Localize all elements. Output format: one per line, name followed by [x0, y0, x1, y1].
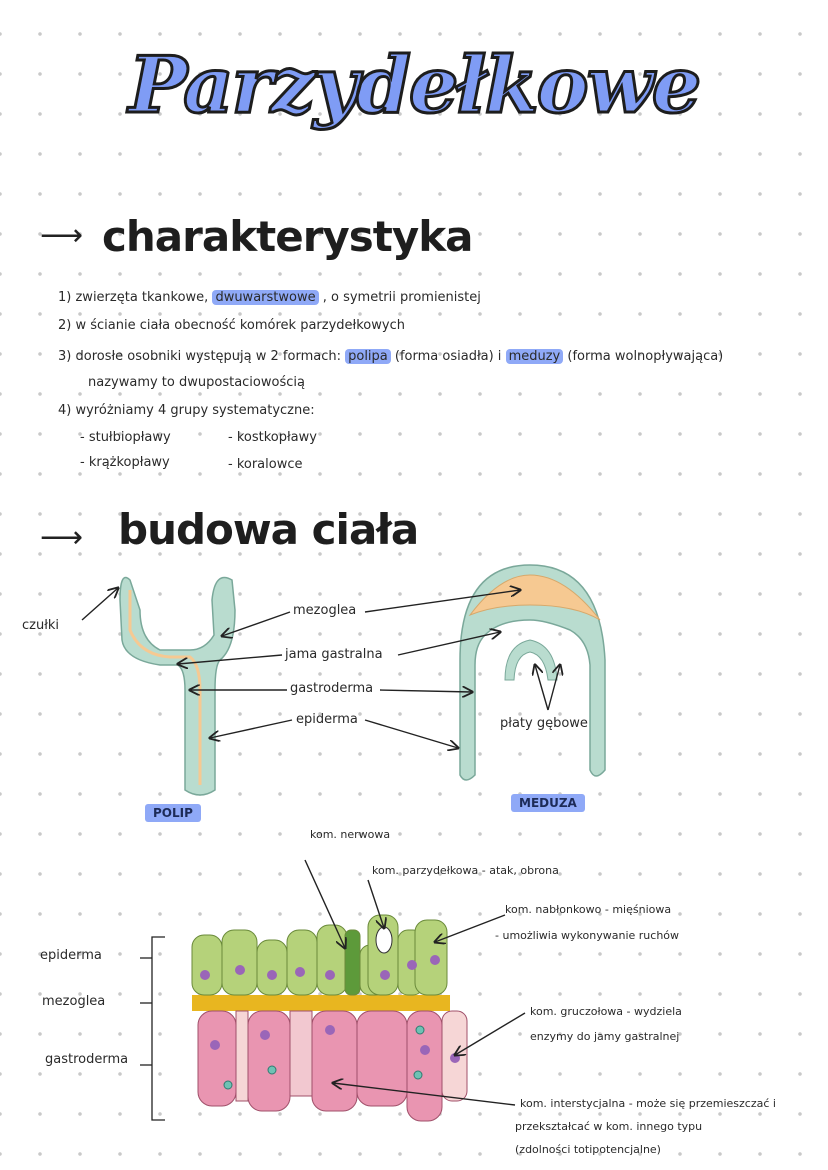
label-gastric-cavity: jama gastralna: [285, 647, 383, 662]
list-item: 2) w ścianie ciała obecność komórek parz…: [58, 318, 405, 333]
item-number: 2): [58, 318, 72, 333]
mesoglea-band: [192, 995, 450, 1011]
heading-characteristics: charakterystyka: [102, 212, 474, 261]
label-nerve-cell: kom. nerwowa: [310, 828, 391, 841]
list-item-continuation: nazywamy to dwupostaciowością: [88, 375, 305, 390]
list-item: 1) zwierzęta tkankowe, dwuwarstwowe , o …: [58, 290, 481, 305]
highlight: dwuwarstwowe: [212, 290, 319, 305]
label-epitheliomuscular: kom. nabłonkowo - mięśniowa: [505, 903, 672, 916]
heading-body-structure: budowa ciała: [118, 505, 419, 554]
label-cnidocyte: kom. parzydełkowa - atak, obrona: [372, 864, 559, 877]
cell-arrows: [304, 859, 526, 1106]
arrow-icon: ⟶: [40, 520, 84, 555]
layer-gastrodermis: gastroderma: [45, 1052, 129, 1067]
list-item: 3) dorosłe osobniki występują w 2 formac…: [58, 349, 723, 364]
arrow-icon: ⟶: [40, 218, 84, 253]
item-number: 1): [58, 290, 72, 305]
polyp-badge: POLIP: [145, 804, 201, 822]
cell-layer-drawing: [191, 914, 468, 1122]
label-interstitial: kom. interstycjalna - może się przemiesz…: [520, 1097, 776, 1110]
medusa-drawing: [459, 564, 606, 781]
label-glandular: kom. gruczołowa - wydziela: [530, 1005, 682, 1018]
label-epitheliomuscular-desc: - umożliwia wykonywanie ruchów: [495, 929, 680, 942]
item-text: zwierzęta tkankowe,: [75, 290, 209, 305]
item-text: wyróżniamy 4 grupy systematyczne:: [75, 403, 315, 418]
label-oral-lobes: płaty gębowe: [500, 716, 588, 731]
label-epidermis: epiderma: [296, 712, 358, 727]
item-text: , o symetrii promienistej: [322, 290, 481, 305]
layer-epidermis: epiderma: [40, 948, 102, 963]
label-interstitial-desc: przekształcać w kom. innego typu: [515, 1120, 703, 1133]
list-item: 4) wyróżniamy 4 grupy systematyczne:: [58, 403, 315, 418]
label-tentacles: czułki: [22, 618, 60, 633]
highlight: meduzy: [505, 349, 564, 364]
highlight: polipa: [345, 349, 391, 364]
label-arrows: [81, 588, 560, 748]
item-text: (forma osiadła) i: [394, 349, 502, 364]
group-item: - krążkopławy: [80, 455, 170, 470]
item-number: 3): [58, 349, 72, 364]
medusa-badge: MEDUZA: [511, 794, 585, 812]
item-text: dorosłe osobniki występują w 2 formach:: [75, 349, 341, 364]
item-text: w ścianie ciała obecność komórek parzyde…: [75, 318, 405, 333]
page-title: Parzydełkowe: [127, 39, 703, 133]
layer-mesoglea: mezoglea: [42, 994, 106, 1009]
item-number: 4): [58, 403, 72, 418]
label-mesoglea: mezoglea: [293, 603, 357, 618]
label-interstitial-note: (zdolności totipotencjalne): [515, 1143, 661, 1156]
polyp-drawing: [119, 576, 236, 796]
group-item: - koralowce: [228, 457, 303, 472]
group-item: - stułbiopławy: [80, 430, 171, 445]
label-glandular-desc: enzymy do jamy gastralnej: [530, 1030, 680, 1043]
group-item: - kostkopławy: [228, 430, 317, 445]
label-gastrodermis: gastroderma: [290, 681, 374, 696]
layer-brackets: [140, 936, 165, 1121]
item-text: (forma wolnopływająca): [567, 349, 724, 364]
